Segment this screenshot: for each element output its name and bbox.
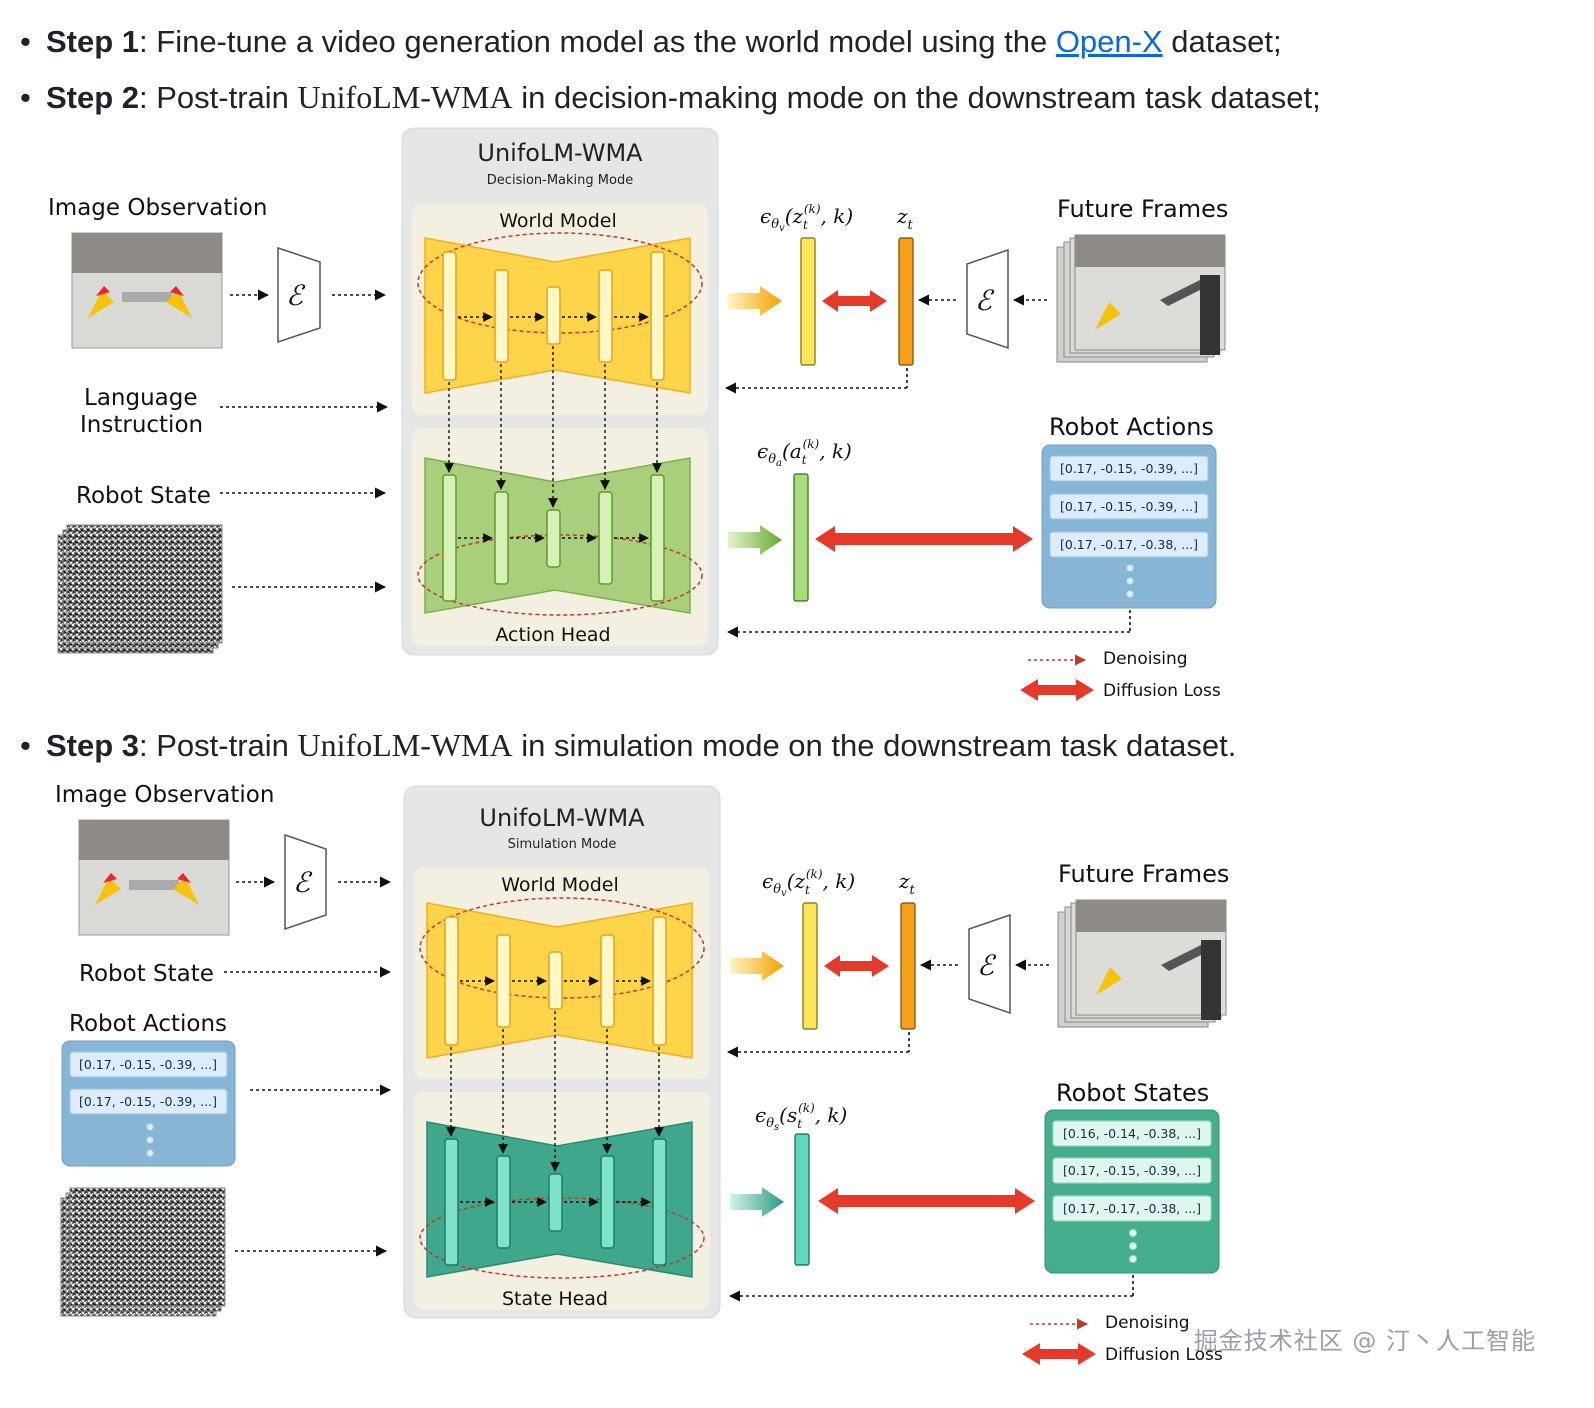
- predicted-noise-bar: [802, 902, 818, 1030]
- eps-s-label: ϵθs(st(k), k): [755, 1101, 847, 1133]
- encoder-icon: ℰ: [977, 949, 997, 982]
- latent-zt-bar: [898, 237, 914, 366]
- open-x-link[interactable]: Open-X: [1055, 24, 1163, 59]
- legend-2: Denoising Diffusion Loss: [1022, 1313, 1223, 1365]
- robot-actions-box: [1041, 444, 1217, 609]
- predicted-noise-bar: [800, 237, 816, 366]
- robot-states-title: Robot States: [1056, 1079, 1209, 1107]
- encoder-trapezoid: [277, 246, 321, 344]
- panel-title: UnifoLM-WMA: [479, 804, 645, 832]
- svg-text:[0.17, -0.17, -0.38, ...]: [0.17, -0.17, -0.38, ...]: [1060, 537, 1198, 552]
- svg-text:[0.17, -0.15, -0.39, ...]: [0.17, -0.15, -0.39, ...]: [79, 1057, 217, 1072]
- watermark: 掘金技术社区 @ 汀丶人工智能: [1193, 1327, 1536, 1355]
- robot-actions-title: Robot Actions: [1049, 413, 1214, 441]
- action-head-layers: [442, 474, 665, 602]
- input-robot-state-label: Robot State: [79, 961, 214, 987]
- encoder-future-trapezoid: [966, 248, 1009, 350]
- diffusion-loss-arrow-world: [822, 290, 887, 312]
- input-image-label: Image Observation: [55, 782, 274, 808]
- image-observation-photo: [78, 819, 230, 936]
- svg-text:Denoising: Denoising: [1103, 649, 1188, 669]
- input-language-label-line1: Language: [84, 385, 198, 411]
- encoder-future-trapezoid: [968, 913, 1011, 1015]
- svg-text:[0.17, -0.15, -0.39, ...]: [0.17, -0.15, -0.39, ...]: [1060, 461, 1198, 476]
- svg-text:[0.17, -0.15, -0.39, ...]: [0.17, -0.15, -0.39, ...]: [1060, 499, 1198, 514]
- diagram-simulation: Image Observation ℰ Robot State Robot Ac…: [55, 782, 1229, 1365]
- svg-text:[0.17, -0.17, -0.38, ...]: [0.17, -0.17, -0.38, ...]: [1063, 1201, 1201, 1216]
- step-1-bullet: •Step 1: Fine-tune a video generation mo…: [20, 24, 1282, 59]
- robot-states-rows: [0.16, -0.14, -0.38, ...] [0.17, -0.15, …: [1052, 1120, 1212, 1263]
- eps-v-z-label: ϵθv(zt(k), k): [760, 202, 853, 234]
- world-model-layers: [444, 916, 667, 1046]
- svg-text:Diffusion Loss: Diffusion Loss: [1103, 681, 1221, 701]
- robot-actions-rows: [0.17, -0.15, -0.39, ...] [0.17, -0.15, …: [1049, 455, 1209, 598]
- encoder-trapezoid: [284, 833, 327, 931]
- diffusion-loss-arrow-state: [818, 1188, 1035, 1214]
- state-head-layers: [444, 1138, 667, 1266]
- world-model-label: World Model: [499, 210, 617, 232]
- encoder-icon: ℰ: [975, 284, 995, 317]
- predicted-action-noise-bar: [793, 473, 809, 602]
- future-frames-photos: [1057, 899, 1227, 1028]
- noise-stack: [57, 524, 223, 654]
- eps-v-z-label: ϵθv(zt(k), k): [762, 867, 855, 899]
- diagram-decision-making: Image Observation ℰ Language Instruction…: [48, 127, 1228, 701]
- latent-zt-bar: [900, 902, 916, 1030]
- robot-states-box: [1044, 1109, 1220, 1274]
- zt-label: zt: [896, 204, 914, 233]
- svg-text:[0.17, -0.15, -0.39, ...]: [0.17, -0.15, -0.39, ...]: [1063, 1163, 1201, 1178]
- panel-mode: Decision-Making Mode: [487, 173, 633, 188]
- world-model-label: World Model: [501, 874, 619, 896]
- legend-1: Denoising Diffusion Loss: [1020, 649, 1221, 701]
- step-2-bullet: •Step 2: Post-train UnifoLM-WMA in decis…: [20, 79, 1321, 115]
- image-observation-photo: [71, 232, 223, 349]
- panel-title: UnifoLM-WMA: [477, 139, 643, 167]
- svg-text:Diffusion Loss: Diffusion Loss: [1105, 1345, 1223, 1365]
- diffusion-loss-arrow-world: [824, 955, 889, 977]
- svg-text:[0.16, -0.14, -0.38, ...]: [0.16, -0.14, -0.38, ...]: [1063, 1126, 1201, 1141]
- future-frames-photos: [1056, 234, 1226, 363]
- input-image-label: Image Observation: [48, 195, 267, 221]
- eps-a-label: ϵθa(at(k), k): [757, 437, 852, 469]
- noise-stack: [60, 1187, 226, 1317]
- state-head-label: State Head: [502, 1288, 608, 1310]
- svg-text:Denoising: Denoising: [1105, 1313, 1190, 1333]
- input-language-label-line2: Instruction: [80, 412, 203, 438]
- panel-mode: Simulation Mode: [508, 837, 617, 852]
- encoder-icon: ℰ: [286, 279, 306, 312]
- input-robot-actions-label: Robot Actions: [69, 1011, 227, 1037]
- action-head-label: Action Head: [495, 624, 610, 646]
- diffusion-loss-arrow-action: [815, 526, 1033, 552]
- input-robot-state-label: Robot State: [76, 483, 211, 509]
- encoder-icon: ℰ: [293, 866, 313, 899]
- future-frames-label: Future Frames: [1057, 195, 1228, 223]
- zt-label: zt: [898, 869, 916, 898]
- world-model-layers: [442, 251, 665, 381]
- step-3-bullet: •Step 3: Post-train UnifoLM-WMA in simul…: [20, 727, 1237, 763]
- input-robot-actions-rows: [0.17, -0.15, -0.39, ...] [0.17, -0.15, …: [69, 1051, 228, 1157]
- predicted-state-noise-bar: [794, 1133, 810, 1266]
- svg-text:[0.17, -0.15, -0.39, ...]: [0.17, -0.15, -0.39, ...]: [79, 1094, 217, 1109]
- future-frames-label: Future Frames: [1058, 860, 1229, 888]
